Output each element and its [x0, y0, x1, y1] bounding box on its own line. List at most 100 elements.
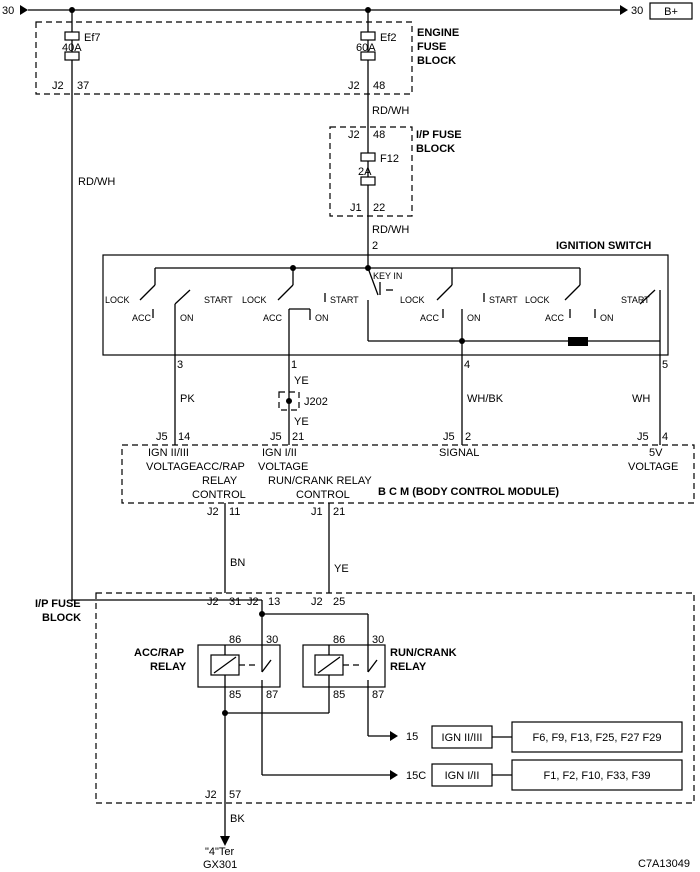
run-relay-87: 87	[372, 689, 384, 701]
fuse-f12-rating: 2A	[358, 166, 372, 178]
ipb-pin1-conn: J2	[207, 596, 219, 608]
ipb-pin2-pin: 13	[268, 596, 280, 608]
acc-relay-87: 87	[266, 689, 278, 701]
sw2-acc: ACC	[263, 313, 283, 323]
sw1-acc: ACC	[132, 313, 152, 323]
arrow-down-icon	[220, 836, 230, 846]
bcm-in3-pin: 2	[465, 431, 471, 443]
sw4-acc: ACC	[545, 313, 565, 323]
bcm-title: B C M (BODY CONTROL MODULE)	[378, 486, 559, 498]
out15-name: IGN II/III	[442, 732, 483, 744]
out15c-name: IGN I/II	[445, 770, 480, 782]
acc-relay-label-2: RELAY	[150, 661, 187, 673]
wire-whbk: WH/BK	[467, 393, 504, 405]
bcm-out2-label-2: CONTROL	[296, 489, 350, 501]
resistor-icon	[568, 337, 588, 346]
sw1-on: ON	[180, 313, 194, 323]
wire-bn: BN	[230, 557, 245, 569]
bcm-in2-label-1: IGN I/II	[262, 447, 297, 459]
sw3-start: START	[489, 295, 518, 305]
out15-fuses: F6, F9, F13, F25, F27 F29	[533, 732, 662, 744]
ignition-switch-title: IGNITION SWITCH	[556, 240, 651, 252]
circuit-30-right: 30	[631, 5, 643, 17]
wire-bk: BK	[230, 813, 245, 825]
sw3-acc: ACC	[420, 313, 440, 323]
bcm-out1-label-3: CONTROL	[192, 489, 246, 501]
ef7-pin: 37	[77, 80, 89, 92]
bcm-out2-conn: J1	[311, 506, 323, 518]
sw2-start: START	[330, 295, 359, 305]
sw3-on: ON	[467, 313, 481, 323]
ign-pin-5: 5	[662, 359, 668, 371]
ign-pin-4: 4	[464, 359, 470, 371]
splice-dot-icon	[286, 398, 292, 404]
arrow-right-icon	[390, 770, 398, 780]
bcm-out1-conn: J2	[207, 506, 219, 518]
out15c-fuses: F1, F2, F10, F33, F39	[544, 770, 651, 782]
wire-rdwh-1: RD/WH	[372, 105, 409, 117]
bcm-out2-label-1: RUN/CRANK RELAY	[268, 475, 372, 487]
ipb-pin3-conn: J2	[311, 596, 323, 608]
ip-fuse-block-bottom: I/P FUSE BLOCK J2 31 J2 13 J2 25 ACC/RAP…	[35, 592, 695, 810]
fuse-ef2-rating: 60A	[356, 42, 376, 54]
run-relay-30: 30	[372, 634, 384, 646]
wire-ye-2: YE	[294, 416, 309, 428]
sw4-on: ON	[600, 313, 614, 323]
bcm-in4-label-1: 5V	[649, 447, 663, 459]
wire-ye-3: YE	[334, 563, 349, 575]
bcm-out1-pin: 11	[229, 506, 240, 518]
ip-fuse-top-out-pin: 22	[373, 202, 385, 214]
ip-fuse-top-in-conn: J2	[348, 129, 360, 141]
bcm-in1-pin: 14	[178, 431, 190, 443]
wire-rdwh-3: RD/WH	[78, 176, 115, 188]
bcm-out2-pin: 21	[333, 506, 345, 518]
sw1-lock: LOCK	[105, 295, 130, 305]
wire-pk: PK	[180, 393, 195, 405]
engine-fuse-block-label-1: ENGINE	[417, 27, 459, 39]
ip-fuse-top-out-conn: J1	[350, 202, 362, 214]
out15c-circuit: 15C	[406, 770, 426, 782]
run-crank-relay: RUN/CRANK RELAY 86 30 85 87	[302, 634, 457, 701]
ignition-switch: IGNITION SWITCH LOCK ACC START ON LOCK S…	[102, 240, 669, 371]
fuse-ef7-name: Ef7	[84, 32, 101, 44]
ef7-conn: J2	[52, 80, 64, 92]
arrow-right-icon	[390, 731, 398, 741]
acc-relay-30: 30	[266, 634, 278, 646]
key-in-label: KEY IN	[373, 271, 402, 281]
wire-ye-1: YE	[294, 375, 309, 387]
ipb-pin2-conn: J2	[247, 596, 259, 608]
arrow-right-icon	[20, 5, 28, 15]
terminal-bplus: B+	[664, 6, 678, 18]
bcm-out1-label-1: ACC/RAP	[196, 461, 245, 473]
fuse-icon	[360, 176, 376, 186]
ign-pin-3: 3	[177, 359, 183, 371]
splice-j202-name: J202	[304, 396, 328, 408]
bcm-in4-pin: 4	[662, 431, 668, 443]
engine-fuse-block-label-2: FUSE	[417, 41, 446, 53]
ip-fuse-block-top: I/P FUSE BLOCK J2 48 F12 2A J1 22	[329, 126, 462, 217]
arrow-right-icon	[620, 5, 628, 15]
fuse-icon	[360, 152, 376, 162]
ign-pin-1: 1	[291, 359, 297, 371]
out15-circuit: 15	[406, 731, 418, 743]
run-relay-label-2: RELAY	[390, 661, 427, 673]
ground-pin: 57	[229, 789, 241, 801]
ip-fuse-top-in-pin: 48	[373, 129, 385, 141]
ground-conn: J2	[205, 789, 217, 801]
fuse-ef7-rating: 40A	[62, 42, 82, 54]
fuse-ef2-name: Ef2	[380, 32, 397, 44]
fuse-f12-name: F12	[380, 153, 399, 165]
ip-fuse-top-label-2: BLOCK	[416, 143, 455, 155]
bcm-in2-pin: 21	[292, 431, 304, 443]
fuse-icon	[360, 31, 376, 41]
bcm-in1-conn: J5	[156, 431, 168, 443]
ign-switch-input-pin: 2	[372, 240, 378, 252]
ground-name: GX301	[203, 859, 237, 871]
run-relay-label-1: RUN/CRANK	[390, 647, 457, 659]
ipb-pin3-pin: 25	[333, 596, 345, 608]
ef2-conn: J2	[348, 80, 360, 92]
splice-j202: J202	[278, 391, 328, 411]
engine-fuse-block: ENGINE FUSE BLOCK Ef7 40A J2 37 Ef2 60A …	[35, 10, 459, 600]
bcm-in2-conn: J5	[270, 431, 282, 443]
